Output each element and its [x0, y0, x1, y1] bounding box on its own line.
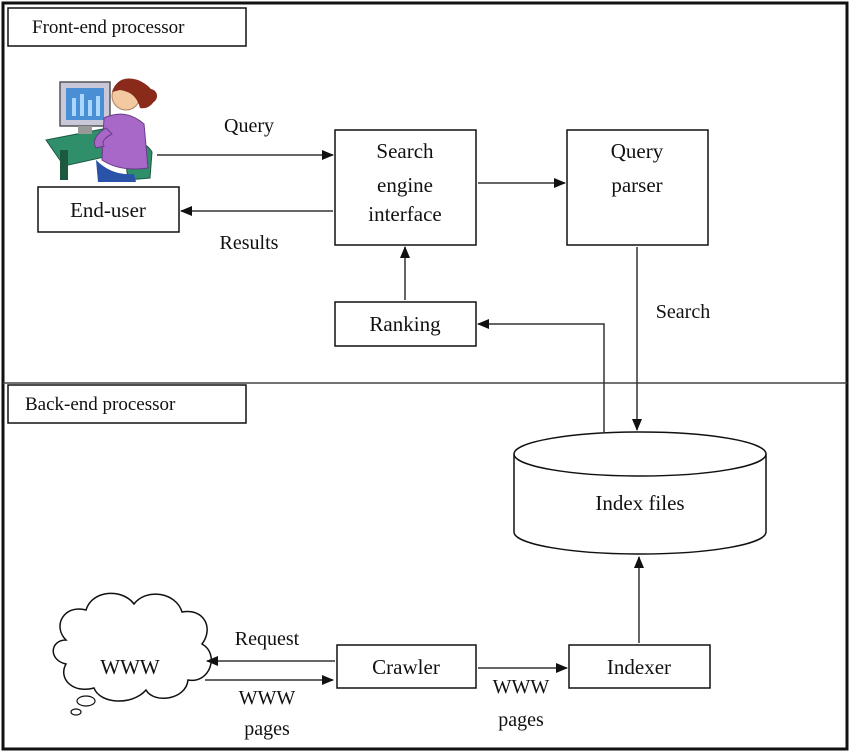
svg-text:Ranking: Ranking — [369, 312, 441, 336]
ranking-node: Ranking — [334, 301, 477, 347]
user-at-computer-icon — [45, 78, 157, 182]
svg-text:interface: interface — [368, 202, 441, 226]
results-label: Results — [220, 232, 279, 254]
svg-text:End-user: End-user — [70, 198, 146, 222]
query-parser-node: Query parser — [566, 129, 709, 246]
svg-text:Front-end processor: Front-end processor — [32, 17, 185, 38]
front-end-section-label: Front-end processor — [7, 7, 247, 47]
www-pages-label-right-line1: WWW — [493, 676, 550, 698]
www-pages-label-left-line2: pages — [244, 718, 290, 740]
svg-text:Crawler: Crawler — [372, 655, 440, 679]
svg-text:Indexer: Indexer — [607, 655, 671, 679]
www-pages-label-left-line1: WWW — [239, 687, 296, 709]
search-label: Search — [656, 301, 710, 323]
search-engine-interface-node: Search engine interface — [334, 129, 477, 246]
www-cloud-node: WWW — [52, 592, 213, 716]
index-to-ranking-arrow — [477, 319, 605, 433]
svg-text:engine: engine — [377, 173, 433, 197]
svg-text:Index files: Index files — [595, 491, 684, 515]
index-files-node: Index files — [513, 431, 767, 555]
svg-text:WWW: WWW — [100, 655, 160, 679]
request-label: Request — [235, 628, 300, 650]
crawler-node: Crawler — [336, 644, 477, 689]
www-pages-label-right-line2: pages — [498, 709, 544, 731]
query-label: Query — [224, 115, 274, 137]
svg-text:Search: Search — [376, 139, 434, 163]
end-user-node: End-user — [37, 186, 180, 233]
svg-text:Back-end processor: Back-end processor — [25, 394, 176, 415]
back-end-section-label: Back-end processor — [7, 384, 247, 424]
svg-text:parser: parser — [611, 173, 662, 197]
svg-text:Query: Query — [611, 139, 664, 163]
indexer-node: Indexer — [568, 644, 711, 689]
